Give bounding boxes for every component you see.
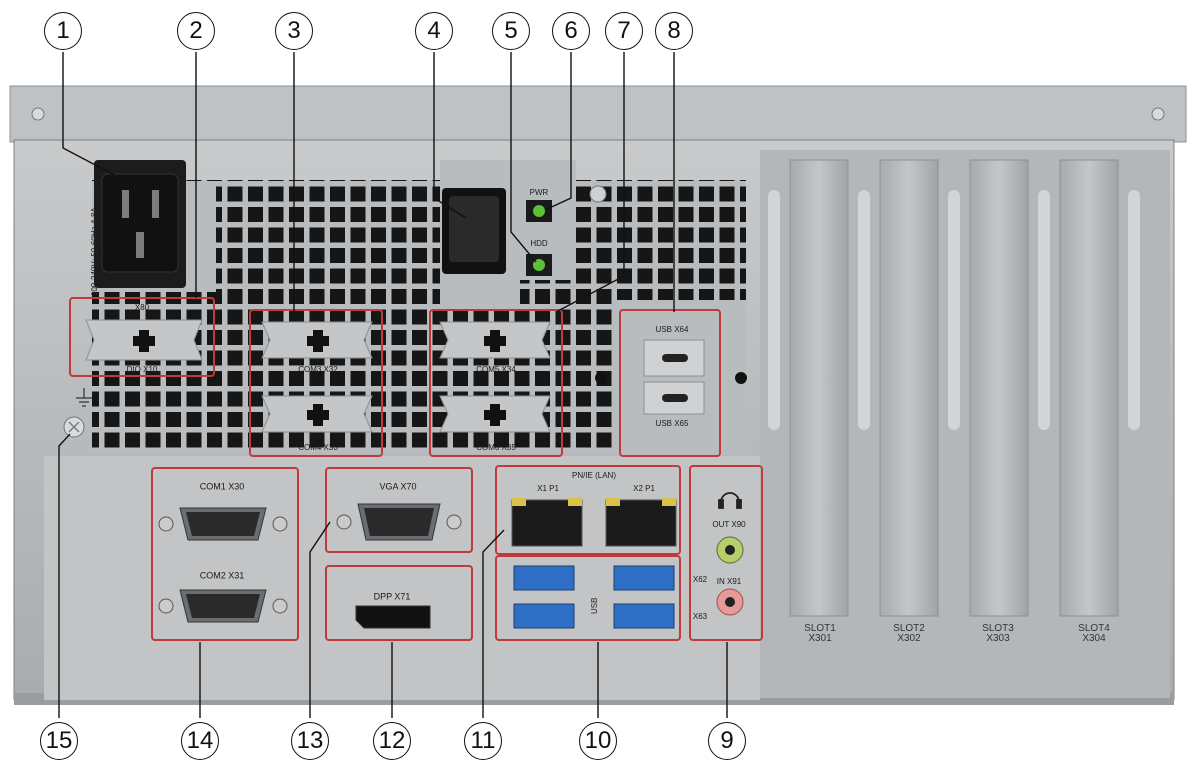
callout-10: 10 [579,722,617,760]
pwr-led [533,205,545,217]
callout-11: 11 [464,722,502,760]
screw [589,185,607,203]
dio-label: DIO X10 [126,365,158,374]
callout-8: 8 [655,12,693,50]
audio-in-label: IN X91 [716,577,742,586]
usb-a-port [613,603,675,629]
psu-rating-label: 100-240V~50-60Hz 4-8A [90,207,99,296]
headphone-icon [718,492,742,509]
slot4-label: SLOT4 X304 [1078,624,1110,644]
slot2-name: SLOT2 [893,623,925,634]
vga-label: VGA X70 [379,481,417,492]
x2p1-label: X2 P1 [633,484,655,493]
x63-label: X63 [692,612,708,621]
db9-com2 [158,589,288,623]
usb-x64-label: USB X64 [655,325,689,334]
slot3-name: SLOT3 [982,623,1014,634]
slot3-id: X303 [986,633,1010,644]
slot1-name: SLOT1 [804,623,836,634]
screw-top-left [31,107,45,121]
frame-com56 [429,309,563,457]
slot1-id: X301 [808,633,832,644]
callout-7: 7 [605,12,643,50]
ground-symbol-icon [76,388,92,407]
callout-1: 1 [44,12,82,50]
callout-9: 9 [708,722,746,760]
usb-x65-label: USB X65 [655,419,689,428]
com2-label: COM2 X31 [199,570,245,581]
callout-15: 15 [40,722,78,760]
slot4-id: X304 [1082,633,1106,644]
slot2-label: SLOT2 X302 [893,624,925,644]
chassis-top-rail [9,85,1187,143]
usb-vertical-label: USB [590,597,599,614]
displayport-port [355,605,431,629]
callout-14: 14 [181,722,219,760]
vga-port [336,503,462,541]
usb-a-port [513,603,575,629]
callout-13: 13 [291,722,329,760]
com1-label: COM1 X30 [199,481,245,492]
pci-slots [760,150,1170,698]
lan-port-x2 [605,499,677,547]
lan-port-x1 [511,499,583,547]
frame-com12 [151,467,299,641]
callout-6: 6 [552,12,590,50]
com5-label: COM5 X34 [476,365,516,374]
x62-label: X62 [692,575,708,584]
mount-hole [595,372,607,384]
screw-top-right [1151,107,1165,121]
usb-a-port [613,565,675,591]
frame-usbc [619,309,721,457]
frame-lan [495,465,681,555]
frame-vga [325,467,473,553]
callout-3: 3 [275,12,313,50]
frame-audio [689,465,763,641]
mount-hole [735,372,747,384]
frame-usb [495,555,681,641]
dpp-label: DPP X71 [373,591,411,602]
com4-label: COM4 X33 [298,443,338,452]
callout-2: 2 [177,12,215,50]
callout-5: 5 [492,12,530,50]
slot4-name: SLOT4 [1078,623,1110,634]
frame-dio [69,297,215,377]
slot1-label: SLOT1 X301 [804,624,836,644]
pwr-label: PWR [529,188,549,197]
usb-a-port [513,565,575,591]
pnie-label: PN/IE (LAN) [571,471,617,480]
callout-12: 12 [373,722,411,760]
com6-label: COM6 X35 [476,443,516,452]
audio-out-label: OUT X90 [712,520,746,529]
slot2-id: X302 [897,633,921,644]
frame-com34 [249,309,383,457]
frame-dpp [325,565,473,641]
slot3-label: SLOT3 X303 [982,624,1014,644]
x1p1-label: X1 P1 [537,484,559,493]
callout-4: 4 [415,12,453,50]
hdd-label: HDD [530,239,548,248]
x80-label: X80 [134,303,150,312]
com3-label: COM3 X32 [298,365,338,374]
db9-com1 [158,507,288,541]
usb-c-port-x65 [662,394,688,402]
usb-c-port-x64 [662,354,688,362]
